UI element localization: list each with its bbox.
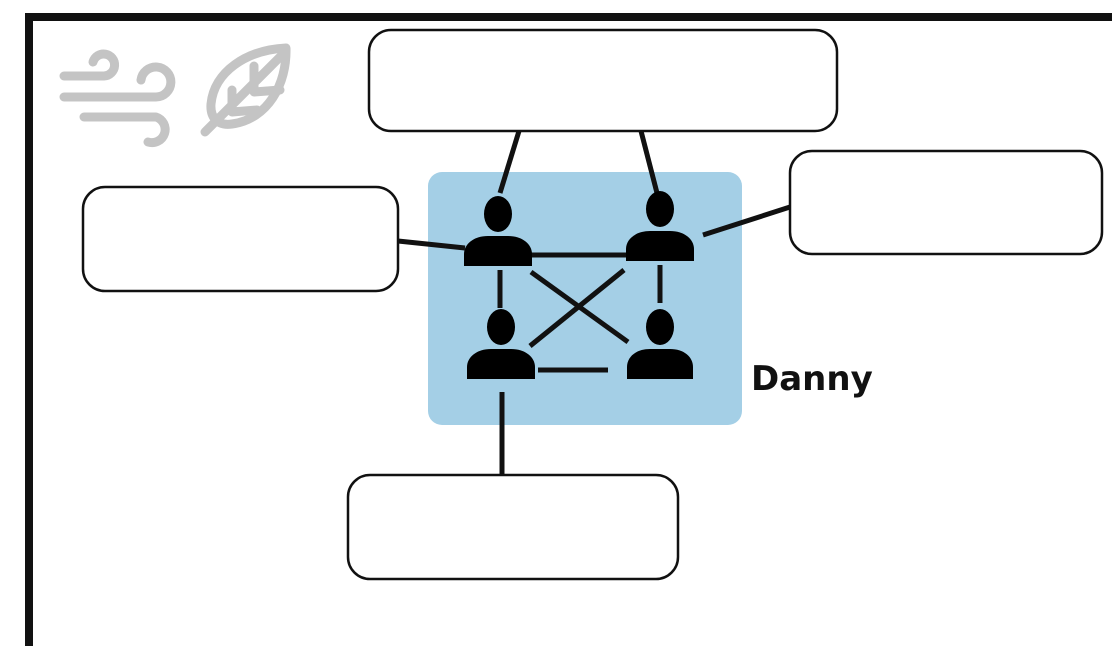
text-box-top[interactable] bbox=[367, 28, 839, 133]
connector-top-to-person-2 bbox=[638, 130, 660, 194]
text-box-right[interactable] bbox=[788, 149, 1104, 256]
connector-top-to-person-1 bbox=[497, 130, 522, 194]
connector-person-2-person-3 bbox=[528, 268, 626, 348]
leaf-icon bbox=[200, 43, 291, 137]
person-icon bbox=[626, 191, 694, 261]
person-name-label: Danny bbox=[751, 359, 873, 399]
text-box-left[interactable] bbox=[81, 185, 400, 293]
person-icon bbox=[627, 309, 693, 379]
wind-icon bbox=[59, 49, 176, 148]
frame-border bbox=[25, 13, 1112, 646]
person-icon bbox=[467, 309, 535, 379]
person-icon bbox=[464, 196, 532, 266]
connector-left-to-person-1 bbox=[397, 238, 466, 251]
connector-right-to-person-2 bbox=[702, 204, 791, 238]
text-box-bottom[interactable] bbox=[346, 473, 680, 581]
